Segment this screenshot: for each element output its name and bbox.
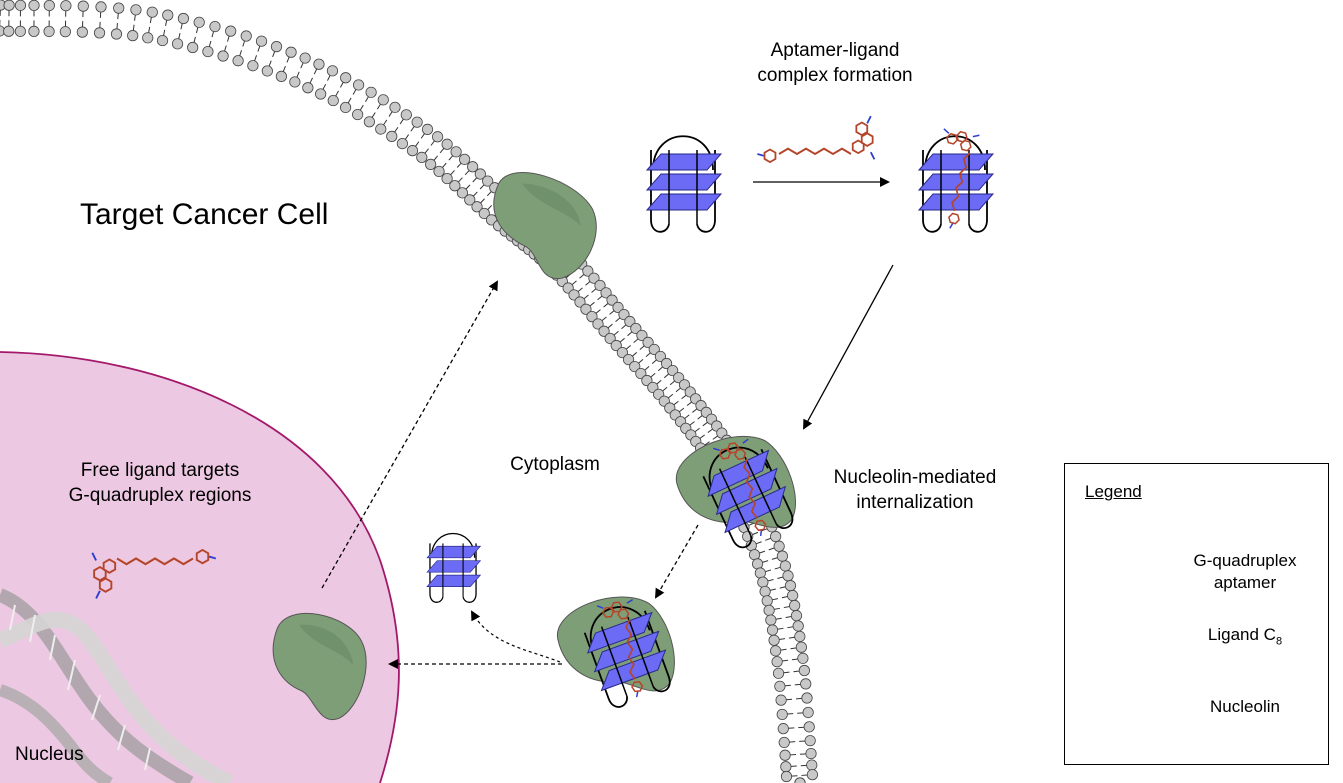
nucleolin-membrane [493,172,597,280]
label-internalization: Nucleolin-mediated internalization [800,465,1030,515]
legend-aptamer-line2: aptamer [1213,573,1277,592]
aptamer-released [426,533,482,603]
label-complex-formation-line2: complex formation [757,65,913,86]
arrow-recycle-nucleolin [321,280,498,589]
legend-nucleolin-label: Nucleolin [1210,697,1280,716]
label-complex-formation-line1: Aptamer-ligand [770,40,900,61]
dna-double-helix [0,588,234,783]
legend-ligand-prefix: Ligand C [1207,625,1276,644]
legend-ligand-label: Ligand C8 [1185,624,1305,652]
nucleolin-free [272,613,367,721]
aptamer-complex-internalizing [702,438,794,549]
arrow-to-cytoplasm [654,524,699,599]
ligand-c8-nucleus [91,548,217,599]
label-free-ligand-line1: Free ligand targets [80,460,240,481]
ligand-c8-free [757,115,876,164]
aptamer-ligand-complex [917,128,995,233]
legend-box: Legend G-quadruplex aptamer Ligand C8 Nu… [1064,463,1329,765]
title-target-cancer-cell: Target Cancer Cell [80,198,329,231]
label-free-ligand: Free ligand targets G-quadruplex regions [40,458,280,508]
label-complex-formation: Aptamer-ligand complex formation [720,38,950,88]
label-internalization-line1: Nucleolin-mediated [833,467,997,488]
legend-title: Legend [1085,482,1142,501]
aptamer-complex-cytoplasm [583,599,671,708]
arrow-to-internalization [803,264,894,430]
legend-aptamer-line1: G-quadruplex [1193,551,1297,570]
label-cytoplasm: Cytoplasm [510,454,600,475]
legend-aptamer-label: G-quadruplex aptamer [1185,550,1305,594]
label-internalization-line2: internalization [856,492,974,513]
aptamer-unbound [645,135,723,233]
label-free-ligand-line2: G-quadruplex regions [68,485,252,506]
arrow-to-aptamer-release [471,610,561,663]
legend-ligand-subscript: 8 [1275,635,1283,648]
label-nucleus: Nucleus [15,744,84,765]
